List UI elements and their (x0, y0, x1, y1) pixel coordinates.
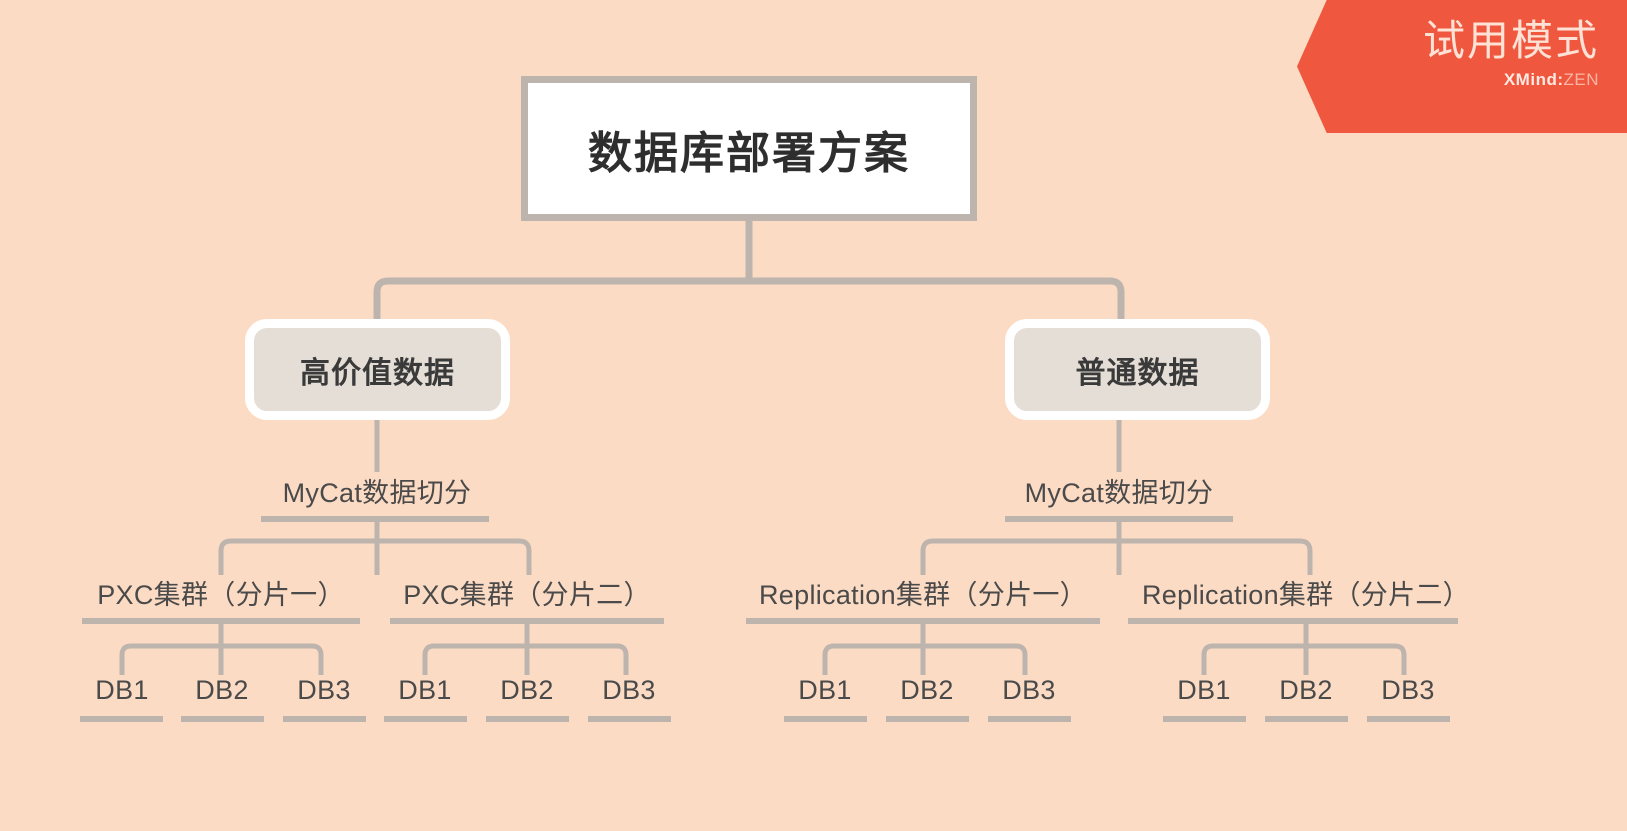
leaf-node-db[interactable]: DB1 (1177, 670, 1230, 710)
topic-mycat-sharding-left[interactable]: MyCat数据切分 (283, 470, 472, 510)
leaf-node-label: DB2 (900, 674, 954, 705)
xmind-zen-logo: XMind:ZEN (1297, 70, 1599, 90)
leaf-node-db[interactable]: DB3 (1381, 670, 1434, 710)
leaf-node-label: DB1 (398, 674, 452, 705)
topic-label: MyCat数据切分 (1024, 477, 1214, 508)
topic-cluster-pxc-shard-1[interactable]: PXC集群（分片一） (97, 572, 345, 612)
trial-mode-banner: 试用模式 XMind:ZEN (1297, 0, 1627, 133)
leaf-node-db[interactable]: DB2 (500, 670, 553, 710)
branch-node-normal-data[interactable]: 普通数据 (1005, 319, 1270, 420)
leaf-node-label: DB1 (95, 674, 149, 705)
topic-cluster-replication-shard-2[interactable]: Replication集群（分片二） (1142, 572, 1470, 612)
leaf-node-db[interactable]: DB1 (95, 670, 148, 710)
leaf-node-label: DB3 (1381, 674, 1435, 705)
root-node-label: 数据库部署方案 (588, 128, 910, 178)
topic-cluster-replication-shard-1[interactable]: Replication集群（分片一） (759, 572, 1087, 612)
xmind-logo-text: XMind: (1503, 70, 1564, 89)
mindmap-root-node[interactable]: 数据库部署方案 (521, 76, 977, 221)
leaf-node-label: DB1 (798, 674, 852, 705)
topic-label: Replication集群（分片二） (1142, 579, 1470, 610)
branch-node-high-value-data[interactable]: 高价值数据 (245, 319, 510, 420)
connector-mycat-right-bracket (920, 538, 1313, 575)
topic-cluster-pxc-shard-2[interactable]: PXC集群（分片二） (403, 572, 651, 612)
topic-label: Replication集群（分片一） (759, 579, 1087, 610)
leaf-node-label: DB1 (1177, 674, 1231, 705)
leaf-node-label: DB3 (602, 674, 656, 705)
leaf-node-db[interactable]: DB1 (798, 670, 851, 710)
topic-label: PXC集群（分片一） (97, 579, 345, 610)
leaf-node-label: DB2 (500, 674, 554, 705)
leaf-node-db[interactable]: DB1 (398, 670, 451, 710)
zen-logo-text: ZEN (1563, 70, 1599, 89)
leaf-node-label: DB2 (1279, 674, 1333, 705)
leaf-node-db[interactable]: DB2 (900, 670, 953, 710)
connector-mycat-left-bracket (218, 538, 532, 575)
topic-mycat-sharding-right[interactable]: MyCat数据切分 (1025, 470, 1214, 510)
leaf-node-label: DB3 (1002, 674, 1056, 705)
leaf-node-db[interactable]: DB2 (195, 670, 248, 710)
leaf-node-db[interactable]: DB3 (297, 670, 350, 710)
leaf-node-db[interactable]: DB3 (602, 670, 655, 710)
topic-label: PXC集群（分片二） (403, 579, 651, 610)
leaf-node-db[interactable]: DB3 (1002, 670, 1055, 710)
branch-node-label: 普通数据 (1075, 356, 1200, 390)
leaf-node-label: DB3 (297, 674, 351, 705)
trial-mode-title: 试用模式 (1422, 17, 1599, 64)
leaf-node-db[interactable]: DB2 (1279, 670, 1332, 710)
topic-label: MyCat数据切分 (282, 477, 472, 508)
branch-node-label: 高价值数据 (300, 356, 455, 390)
leaf-node-label: DB2 (195, 674, 249, 705)
